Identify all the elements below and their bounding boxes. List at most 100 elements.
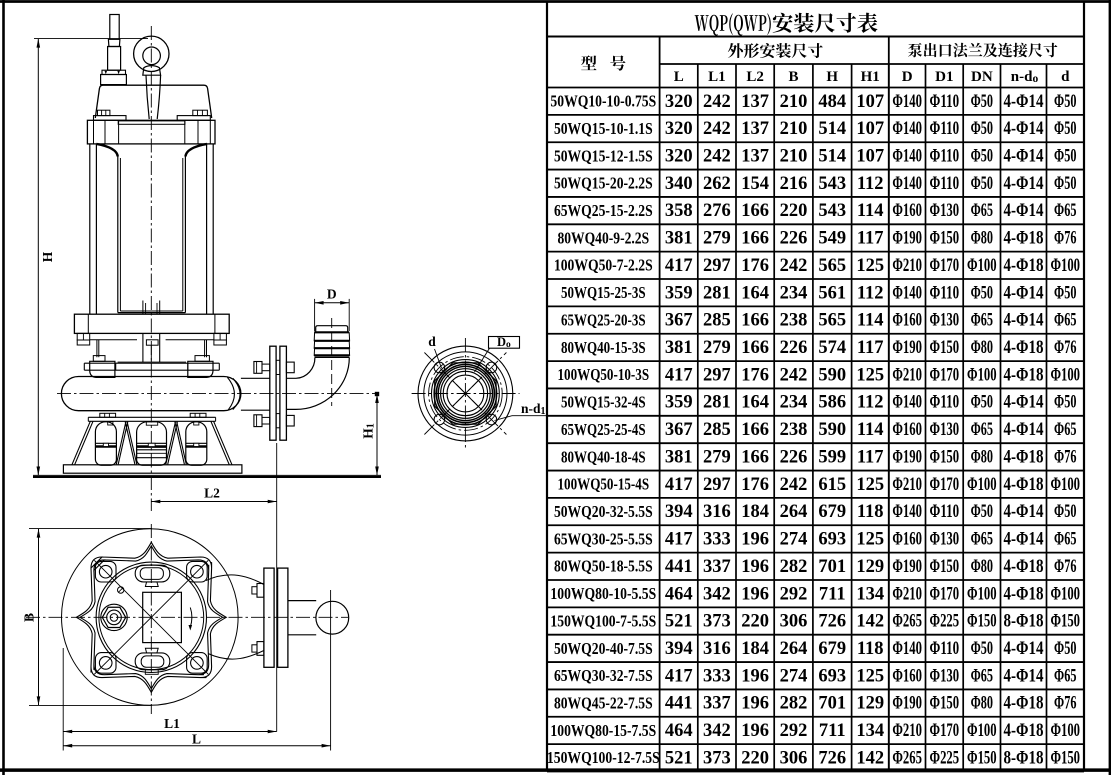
svg-text:Φ170: Φ170	[930, 256, 960, 276]
svg-text:Φ140: Φ140	[892, 119, 922, 139]
svg-text:316: 316	[703, 639, 731, 659]
svg-text:264: 264	[780, 502, 808, 522]
svg-text:220: 220	[780, 201, 808, 221]
svg-text:166: 166	[741, 311, 769, 331]
svg-text:285: 285	[703, 311, 731, 331]
svg-text:L2: L2	[204, 486, 220, 501]
svg-text:80WQ50-18-5.5S: 80WQ50-18-5.5S	[554, 557, 653, 576]
svg-text:107: 107	[856, 92, 884, 112]
svg-text:4-Φ14: 4-Φ14	[1004, 639, 1044, 659]
svg-text:Φ150: Φ150	[930, 447, 960, 467]
svg-text:373: 373	[703, 612, 731, 632]
svg-text:196: 196	[741, 721, 769, 741]
svg-text:4-Φ14: 4-Φ14	[1004, 393, 1044, 413]
svg-text:701: 701	[818, 557, 846, 577]
svg-text:80WQ45-22-7.5S: 80WQ45-22-7.5S	[554, 694, 653, 713]
svg-text:417: 417	[665, 530, 693, 550]
svg-text:Φ100: Φ100	[967, 584, 997, 604]
svg-text:282: 282	[780, 557, 808, 577]
svg-text:4-Φ14: 4-Φ14	[1004, 666, 1044, 686]
svg-text:306: 306	[780, 612, 808, 632]
svg-text:292: 292	[780, 584, 808, 604]
svg-text:112: 112	[857, 174, 884, 194]
svg-text:166: 166	[741, 229, 769, 249]
svg-text:297: 297	[703, 475, 731, 495]
svg-text:Φ110: Φ110	[930, 639, 960, 659]
svg-text:679: 679	[818, 639, 846, 659]
svg-text:210: 210	[780, 92, 808, 112]
svg-text:279: 279	[703, 229, 731, 249]
svg-text:Φ130: Φ130	[930, 311, 960, 331]
svg-text:Φ65: Φ65	[971, 311, 993, 331]
svg-text:Φ130: Φ130	[930, 201, 960, 221]
svg-text:484: 484	[818, 92, 846, 112]
svg-text:565: 565	[818, 256, 846, 276]
svg-text:Φ50: Φ50	[1054, 119, 1076, 139]
svg-text:4-Φ14: 4-Φ14	[1004, 92, 1044, 112]
svg-text:Φ150: Φ150	[930, 694, 960, 714]
svg-text:282: 282	[780, 694, 808, 714]
svg-text:Φ76: Φ76	[1054, 694, 1076, 714]
svg-text:394: 394	[665, 502, 693, 522]
svg-text:373: 373	[703, 748, 731, 768]
svg-text:118: 118	[857, 502, 884, 522]
svg-text:337: 337	[703, 557, 731, 577]
svg-text:Φ140: Φ140	[892, 92, 922, 112]
svg-text:Φ160: Φ160	[892, 666, 922, 686]
svg-text:142: 142	[856, 748, 884, 768]
svg-text:Φ140: Φ140	[892, 502, 922, 522]
svg-text:50WQ15-12-1.5S: 50WQ15-12-1.5S	[554, 146, 653, 165]
svg-text:Φ50: Φ50	[971, 174, 993, 194]
svg-text:184: 184	[741, 639, 769, 659]
svg-text:Φ100: Φ100	[967, 475, 997, 495]
svg-text:80WQ40-15-3S: 80WQ40-15-3S	[561, 338, 646, 357]
svg-text:Φ110: Φ110	[930, 92, 960, 112]
svg-text:464: 464	[665, 584, 693, 604]
svg-text:4-Φ18: 4-Φ18	[1004, 721, 1044, 741]
svg-text:Φ65: Φ65	[971, 201, 993, 221]
svg-text:342: 342	[703, 721, 731, 741]
svg-text:B: B	[22, 613, 37, 622]
svg-text:Φ80: Φ80	[971, 338, 993, 358]
svg-text:Φ190: Φ190	[892, 229, 922, 249]
svg-text:Φ140: Φ140	[892, 174, 922, 194]
svg-text:226: 226	[780, 447, 808, 467]
svg-text:297: 297	[703, 256, 731, 276]
svg-text:Φ140: Φ140	[892, 147, 922, 167]
svg-text:279: 279	[703, 338, 731, 358]
svg-text:Φ130: Φ130	[930, 530, 960, 550]
svg-text:196: 196	[741, 666, 769, 686]
svg-text:H1: H1	[861, 69, 880, 85]
svg-text:4-Φ18: 4-Φ18	[1004, 584, 1044, 604]
svg-text:337: 337	[703, 694, 731, 714]
svg-text:Φ65: Φ65	[1054, 530, 1076, 550]
svg-text:367: 367	[665, 311, 693, 331]
svg-text:274: 274	[780, 666, 808, 686]
svg-text:65WQ25-25-4S: 65WQ25-25-4S	[561, 420, 646, 439]
svg-text:Φ50: Φ50	[971, 639, 993, 659]
svg-text:417: 417	[665, 256, 693, 276]
svg-text:125: 125	[856, 530, 884, 550]
svg-text:4-Φ14: 4-Φ14	[1004, 420, 1044, 440]
svg-text:242: 242	[703, 119, 731, 139]
svg-text:521: 521	[665, 748, 693, 768]
svg-text:Φ50: Φ50	[971, 92, 993, 112]
svg-text:242: 242	[780, 475, 808, 495]
svg-text:274: 274	[780, 530, 808, 550]
svg-text:65WQ30-32-7.5S: 65WQ30-32-7.5S	[554, 666, 653, 685]
svg-text:107: 107	[856, 119, 884, 139]
svg-text:Φ110: Φ110	[930, 283, 960, 303]
svg-text:196: 196	[741, 584, 769, 604]
svg-text:381: 381	[665, 338, 693, 358]
svg-text:359: 359	[665, 393, 693, 413]
svg-text:150WQ100-7-5.5S: 150WQ100-7-5.5S	[550, 611, 656, 630]
svg-text:Φ210: Φ210	[892, 584, 922, 604]
svg-text:125: 125	[856, 666, 884, 686]
svg-text:176: 176	[741, 256, 769, 276]
svg-text:65WQ30-25-5.5S: 65WQ30-25-5.5S	[554, 529, 653, 548]
svg-text:4-Φ14: 4-Φ14	[1004, 147, 1044, 167]
svg-text:8-Φ18: 8-Φ18	[1004, 612, 1044, 632]
svg-text:80WQ40-9-2.2S: 80WQ40-9-2.2S	[557, 228, 649, 247]
svg-text:8-Φ18: 8-Φ18	[1004, 748, 1044, 768]
svg-text:50WQ20-40-7.5S: 50WQ20-40-7.5S	[554, 639, 653, 658]
